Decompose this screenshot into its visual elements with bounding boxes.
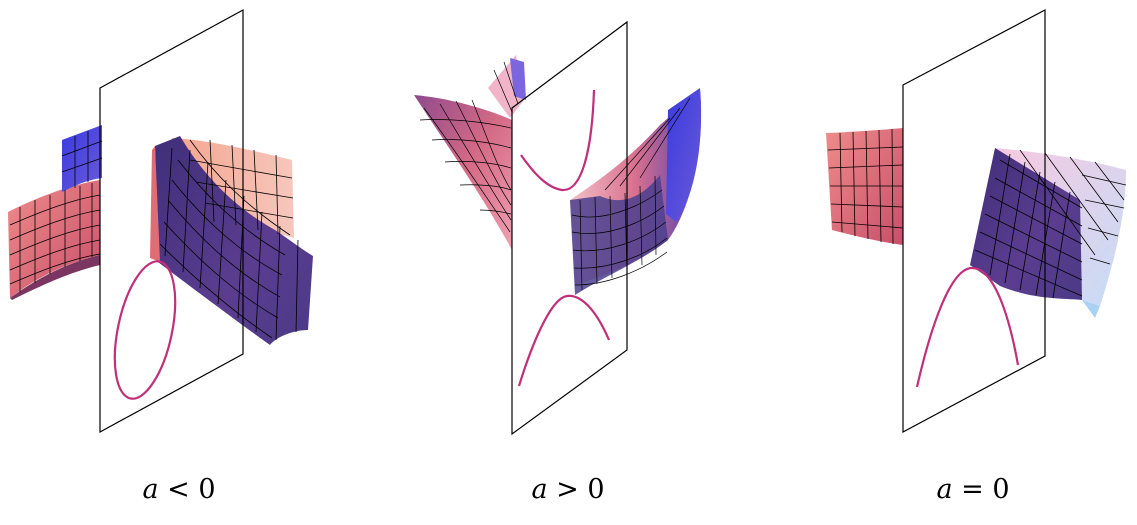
caption-a-zero: a = 0 [893, 474, 1053, 505]
section-curve-parabola [915, 266, 1020, 388]
surface-right-front-edge [150, 146, 160, 262]
section-curve-ellipse [113, 260, 177, 400]
surface-right-purple [155, 136, 313, 345]
caption-relation: = 0 [961, 474, 1010, 505]
caption-variable: a [142, 474, 159, 505]
mesh-bowl-left [419, 61, 519, 233]
plane-gap [516, 82, 572, 256]
caption-a-positive: a > 0 [488, 474, 648, 505]
bowl-left-blue [510, 58, 526, 100]
panel-zero [826, 9, 1127, 434]
caption-a-negative: a < 0 [99, 474, 259, 505]
mesh-left [827, 128, 904, 245]
plane-outline [99, 8, 244, 434]
surface-left-warm [8, 180, 100, 298]
plane-gap [104, 100, 150, 268]
caption-relation: < 0 [167, 474, 216, 505]
surface-left-warm [826, 128, 903, 245]
plane-outline [902, 9, 1046, 434]
plane-outline [511, 20, 628, 436]
bowl-left [414, 95, 512, 250]
caption-variable: a [531, 474, 548, 505]
caption-variable: a [936, 474, 953, 505]
mesh-right [974, 149, 1127, 299]
section-curve-upper-branch [520, 89, 596, 192]
panel-positive [414, 20, 702, 436]
mesh-bowl-right [571, 97, 691, 291]
bowl-right-purple [570, 175, 668, 295]
bowl-right-blue [666, 88, 702, 222]
panel-negative [8, 8, 313, 434]
section-curve-lower-branch [517, 294, 611, 387]
caption-relation: > 0 [556, 474, 605, 505]
mesh-left [9, 131, 103, 292]
surface-left-edge [10, 255, 100, 300]
surface-left-blue [62, 125, 102, 192]
surface-right-light-tip [1082, 300, 1100, 318]
mesh-right [159, 139, 299, 341]
